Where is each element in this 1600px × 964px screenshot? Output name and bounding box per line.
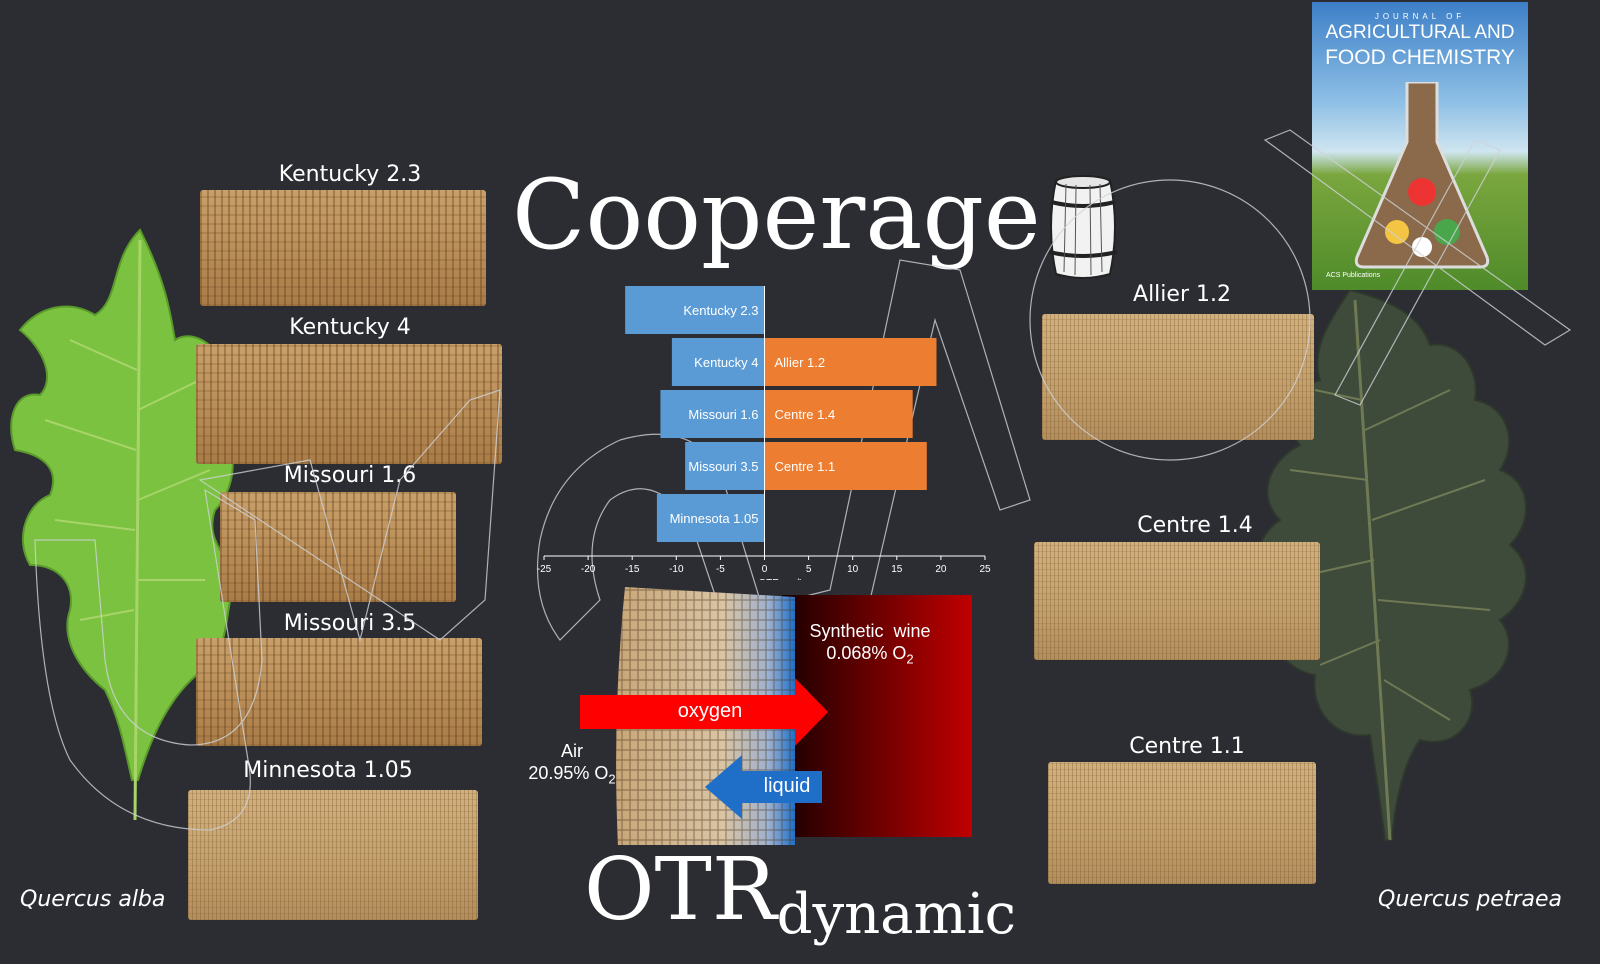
bar-label-0-0: Kentucky 2.3	[683, 303, 758, 318]
stave-label-kentucky-4: Kentucky 4	[289, 315, 411, 340]
x-tick-label-15: 15	[891, 564, 903, 575]
oxygen-transfer-diagram	[580, 587, 972, 845]
sessile-oak-leaf-image	[1256, 288, 1527, 841]
stave-label-allier-1-2: Allier 1.2	[1133, 282, 1231, 307]
bar-0-0	[625, 286, 765, 334]
liquid-arrow	[705, 755, 822, 819]
wine-o2-value: 0.068% O	[826, 643, 907, 663]
air-label: Air 20.95% O2	[512, 740, 632, 791]
stave-label-kentucky-2-3: Kentucky 2.3	[278, 162, 422, 187]
stave-minnesota-1-05	[188, 790, 478, 920]
stave-missouri-3-5	[196, 638, 482, 746]
x-tick-label-25: 25	[979, 564, 991, 575]
wine-label: Synthetic wine 0.068% O2	[800, 620, 940, 671]
wine-label-line-2: 0.068% O2	[800, 642, 940, 671]
bar-0-2	[660, 390, 765, 438]
bar-label-1-1: Centre 1.4	[775, 407, 836, 422]
stave-label-centre-1-1: Centre 1.1	[1129, 734, 1245, 759]
journal-publisher: ACS Publications	[1326, 272, 1381, 279]
stave-label-missouri-1-6: Missouri 1.6	[283, 463, 417, 488]
air-label-line-2: 20.95% O2	[512, 762, 632, 791]
oxygen-arrow	[580, 678, 828, 746]
journal-cover-image: JOURNAL OF AGRICULTURAL AND FOOD CHEMIST…	[1312, 2, 1528, 290]
x-tick-label-0: 0	[762, 564, 768, 575]
stave-centre-1-4	[1034, 542, 1320, 660]
wine-o2-subscript: 2	[906, 651, 914, 667]
otr-title-subscript: dynamic	[776, 882, 1016, 947]
x-tick-label--5: -5	[716, 564, 725, 575]
bar-label-0-1: Kentucky 4	[694, 355, 758, 370]
otr-title-main: OTR	[584, 840, 777, 940]
bar-label-0-4: Minnesota 1.05	[670, 511, 759, 526]
flask-icon	[1354, 82, 1490, 269]
bar-0-3	[685, 442, 765, 490]
wine-label-line-1: Synthetic wine	[809, 621, 931, 641]
journal-title-line-2: AGRICULTURAL AND	[1325, 22, 1515, 43]
stave-label-minnesota-1-05: Minnesota 1.05	[243, 758, 413, 783]
x-tick-label--25: -25	[537, 564, 552, 575]
journal-title-line-1: JOURNAL OF	[1374, 12, 1466, 21]
bar-1-1	[764, 390, 913, 438]
stave-centre-1-1	[1048, 762, 1316, 884]
oxygen-arrow-label: oxygen	[677, 700, 743, 722]
species-label-right: Quercus petraea	[1378, 887, 1563, 912]
air-o2-subscript: 2	[608, 771, 616, 787]
bar-label-0-3: Missouri 3.5	[688, 459, 758, 474]
stave-label-centre-1-4: Centre 1.4	[1137, 513, 1253, 538]
x-tick-label--10: -10	[669, 564, 684, 575]
page-title: Cooperage	[512, 159, 1041, 271]
bar-1-0	[764, 338, 937, 386]
air-label-line-1: Air	[561, 741, 583, 761]
bar-label-1-0: Allier 1.2	[775, 355, 826, 370]
bar-0-4	[656, 494, 765, 542]
journal-title-line-3: FOOD CHEMISTRY	[1325, 46, 1515, 69]
barrel-icon	[1048, 175, 1118, 279]
air-o2-value: 20.95% O	[528, 763, 609, 783]
stave-kentucky-2-3	[200, 190, 486, 306]
bar-0-1	[671, 338, 765, 386]
otr-dynamic-title: OTRdynamic	[584, 840, 1016, 964]
x-tick-label--15: -15	[625, 564, 640, 575]
stave-kentucky-4	[196, 344, 502, 464]
stave-missouri-1-6	[220, 492, 456, 602]
liquid-arrow-label: liquid	[763, 775, 811, 797]
x-tick-label-10: 10	[847, 564, 859, 575]
x-tick-label--20: -20	[581, 564, 596, 575]
x-tick-label-20: 20	[935, 564, 947, 575]
bar-1-2	[764, 442, 927, 490]
bar-label-0-2: Missouri 1.6	[688, 407, 758, 422]
bar-label-1-2: Centre 1.1	[775, 459, 836, 474]
stave-label-missouri-3-5: Missouri 3.5	[283, 611, 417, 636]
species-label-left: Quercus alba	[20, 887, 166, 912]
x-axis-label: OTR mg/L.year	[758, 578, 827, 580]
x-tick-label-5: 5	[806, 564, 812, 575]
